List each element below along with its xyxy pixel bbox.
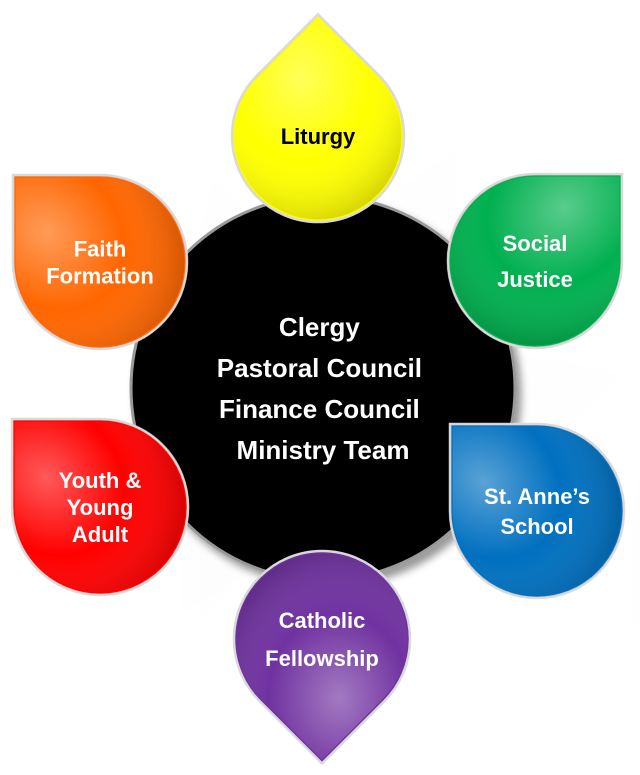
petal-gloss-youth-young-adult: [14, 421, 186, 593]
petal-label-line: Youth &: [59, 468, 142, 493]
petal-label-line: Adult: [72, 522, 129, 547]
center-line-ministry-team: Ministry Team: [237, 435, 410, 465]
petal-label-line: School: [500, 514, 573, 539]
center-line-finance-council: Finance Council: [219, 394, 420, 424]
petal-gloss-faith-formation: [15, 177, 185, 347]
petal-label-line: St. Anne’s: [484, 484, 590, 509]
petal-gloss-st-annes-school: [452, 426, 622, 596]
petal-liturgy: Liturgy: [230, 12, 406, 224]
petal-label-line: Liturgy: [281, 124, 356, 149]
petal-label-line: Formation: [46, 263, 154, 288]
center-line-clergy: Clergy: [279, 312, 360, 342]
petal-label-line: Justice: [497, 267, 573, 292]
petal-label-liturgy: Liturgy: [281, 124, 356, 149]
center-line-pastoral-council: Pastoral Council: [217, 353, 422, 383]
petal-gloss-catholic-fellowship: [236, 553, 408, 760]
petal-label-line: Catholic: [279, 608, 366, 633]
petal-label-line: Fellowship: [265, 646, 379, 671]
petal-label-line: Social: [503, 231, 568, 256]
petal-label-line: Young: [67, 495, 134, 520]
petal-label-line: Faith: [74, 236, 127, 261]
petal-gloss-liturgy: [234, 18, 402, 220]
center-hub: Clergy Pastoral Council Finance Council …: [129, 194, 517, 582]
center-text: Clergy Pastoral Council Finance Council …: [217, 312, 429, 465]
petal-gloss-social-justice: [450, 176, 620, 346]
